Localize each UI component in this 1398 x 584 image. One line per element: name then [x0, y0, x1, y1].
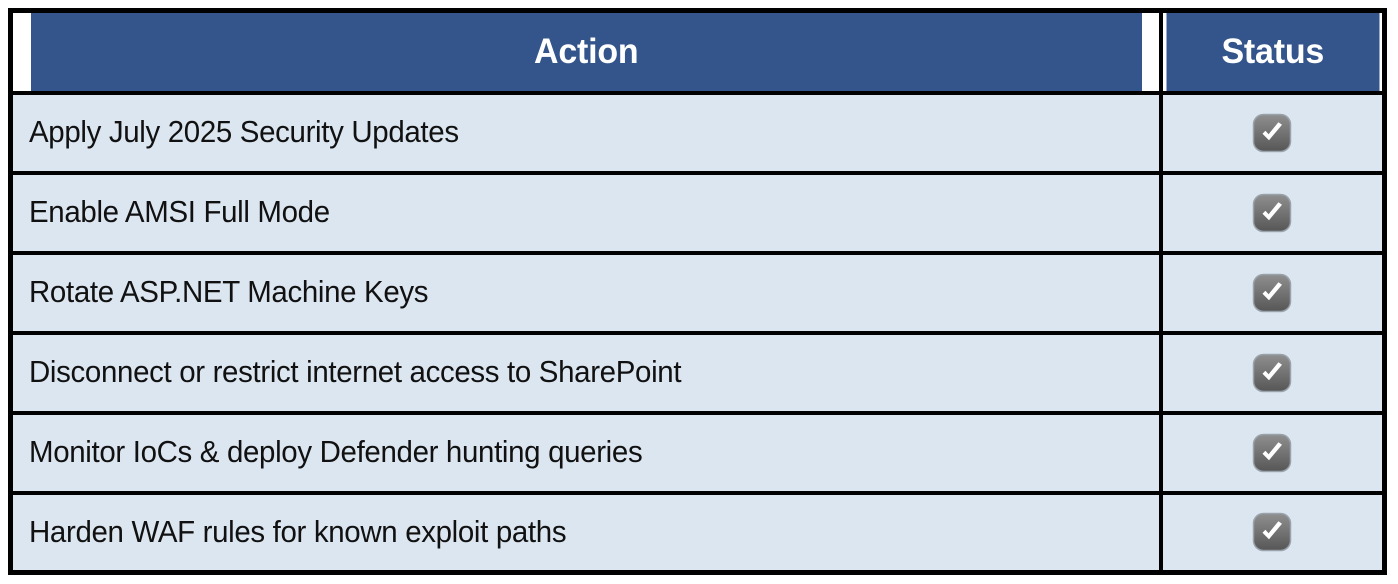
checked-checkbox-icon[interactable]: [1252, 512, 1292, 552]
cell-action: Disconnect or restrict internet access t…: [10, 330, 1163, 415]
action-status-table-container: Action Status Apply July 2025 Security U…: [8, 8, 1387, 575]
action-label: Monitor IoCs & deploy Defender hunting q…: [29, 434, 643, 470]
table-body: Apply July 2025 Security Updates: [10, 90, 1385, 573]
action-label: Apply July 2025 Security Updates: [29, 114, 459, 150]
table-header-row: Action Status: [11, 10, 1385, 95]
table-row: Enable AMSI Full Mode: [10, 170, 1385, 255]
cell-action: Monitor IoCs & deploy Defender hunting q…: [10, 410, 1163, 495]
checked-checkbox-icon[interactable]: [1252, 193, 1292, 233]
table-row: Disconnect or restrict internet access t…: [10, 330, 1385, 415]
table-header: Action Status: [11, 10, 1385, 95]
table-row: Harden WAF rules for known exploit paths: [10, 490, 1385, 573]
cell-status: [1158, 330, 1385, 415]
cell-action: Apply July 2025 Security Updates: [10, 90, 1163, 175]
cell-status: [1158, 90, 1385, 175]
table-row: Monitor IoCs & deploy Defender hunting q…: [10, 410, 1385, 495]
action-label: Enable AMSI Full Mode: [29, 194, 330, 230]
checked-checkbox-icon[interactable]: [1252, 433, 1292, 473]
checked-checkbox-icon[interactable]: [1252, 113, 1292, 153]
table-row: Apply July 2025 Security Updates: [10, 90, 1385, 175]
column-header-action: Action: [27, 10, 1146, 95]
cell-action: Enable AMSI Full Mode: [10, 170, 1163, 255]
checked-checkbox-icon[interactable]: [1252, 273, 1292, 313]
action-status-table: Action Status Apply July 2025 Security U…: [8, 8, 1387, 575]
checked-checkbox-icon[interactable]: [1252, 353, 1292, 393]
cell-status: [1158, 250, 1385, 335]
cell-action: Harden WAF rules for known exploit paths: [10, 490, 1163, 573]
cell-status: [1158, 410, 1385, 495]
action-label: Harden WAF rules for known exploit paths: [29, 513, 567, 549]
cell-status: [1158, 170, 1385, 255]
cell-status: [1158, 490, 1385, 573]
table-row: Rotate ASP.NET Machine Keys: [10, 250, 1385, 335]
cell-action: Rotate ASP.NET Machine Keys: [10, 250, 1163, 335]
action-label: Disconnect or restrict internet access t…: [29, 354, 682, 390]
action-label: Rotate ASP.NET Machine Keys: [29, 274, 429, 310]
column-header-status: Status: [1161, 10, 1382, 95]
